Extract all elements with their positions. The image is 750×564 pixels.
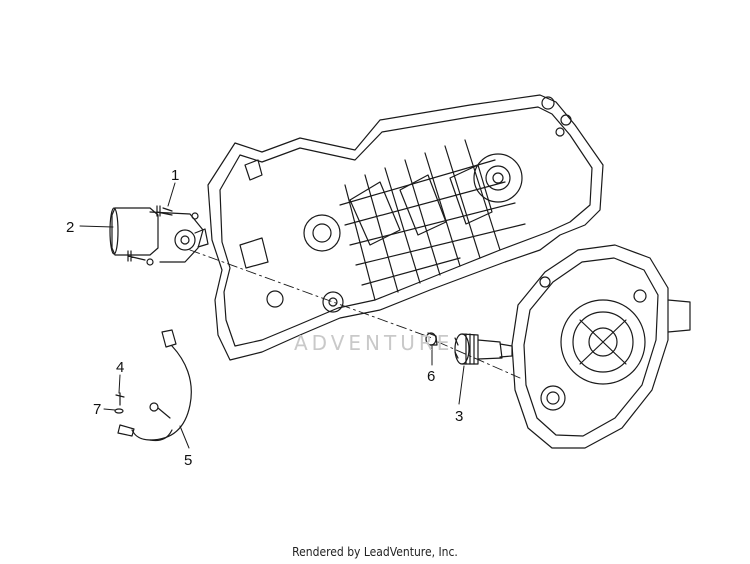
starter-motor	[109, 207, 209, 266]
callout-2: 2	[66, 219, 74, 236]
callout-1: 1	[171, 167, 179, 184]
screw	[115, 392, 125, 406]
bushing	[425, 332, 438, 346]
assembly-dashline	[189, 249, 433, 339]
side-cover	[511, 244, 691, 449]
wiring-harness	[117, 329, 192, 442]
callout-3: 3	[455, 408, 463, 425]
callout-7: 7	[93, 401, 101, 418]
starter-drive	[454, 333, 513, 365]
washer	[114, 408, 124, 414]
leader-lines	[79, 182, 465, 449]
render-credit: Rendered by LeadVenture, Inc.	[292, 545, 458, 559]
watermark-text: ADVENTURE	[294, 331, 453, 355]
callout-5: 5	[184, 452, 192, 469]
crankcase-housing	[207, 94, 604, 361]
bolt-upper	[156, 205, 173, 217]
callout-labels: 1 2 3 4 5 6 7	[66, 167, 463, 469]
assembly-dashline-2	[437, 341, 521, 379]
callout-4: 4	[116, 359, 124, 376]
callout-6: 6	[427, 368, 435, 385]
bolt-lower	[127, 250, 146, 262]
